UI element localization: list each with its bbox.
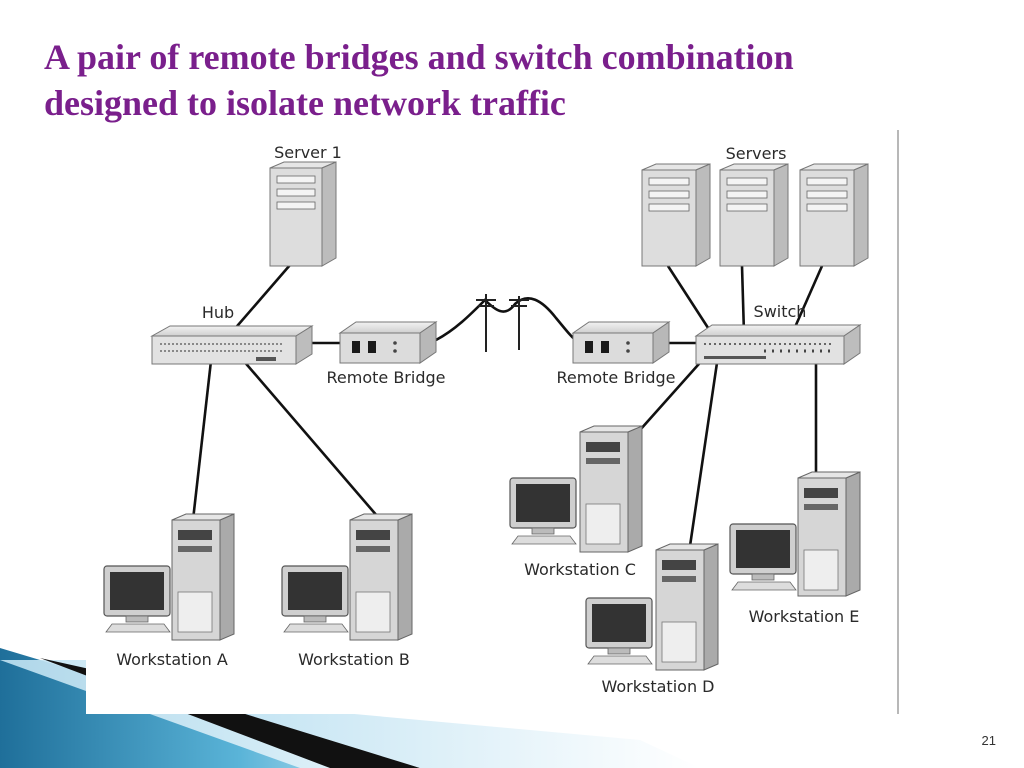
workstation-e-label: Workstation E xyxy=(749,607,860,626)
page-number: 21 xyxy=(981,733,996,748)
telephone-pole-icon xyxy=(476,294,529,352)
workstation-a-label: Workstation A xyxy=(116,650,228,669)
cable-hub-workstation-a xyxy=(191,351,214,521)
slide-title: A pair of remote bridges and switch comb… xyxy=(44,34,944,126)
cable-server-switch-3 xyxy=(790,265,824,335)
servers-label: Servers xyxy=(726,144,787,163)
server-icon xyxy=(641,163,711,267)
remote-bridge-icon xyxy=(571,321,671,364)
slide-title-line-1: A pair of remote bridges and switch comb… xyxy=(44,37,794,77)
server-icon xyxy=(799,163,869,267)
cable-remote-link xyxy=(435,297,579,344)
server-icon xyxy=(719,163,789,267)
workstation-b-label: Workstation B xyxy=(298,650,410,669)
workstation-icon xyxy=(729,471,861,597)
cable-server-switch-2 xyxy=(740,265,746,335)
workstation-icon xyxy=(103,513,235,641)
cable-hub-workstation-b xyxy=(235,351,379,518)
cable-server-switch-1 xyxy=(666,265,714,335)
cable-switch-workstation-d xyxy=(688,355,720,547)
workstation-d-label: Workstation D xyxy=(602,677,715,696)
cable-switch-workstation-c xyxy=(639,355,707,431)
workstation-icon xyxy=(509,425,643,553)
switch-icon xyxy=(694,324,862,365)
server-icon xyxy=(269,161,337,267)
remote-bridge-icon xyxy=(338,321,438,364)
slide-title-line-2: designed to isolate network traffic xyxy=(44,83,566,123)
connections xyxy=(191,264,824,547)
remote-bridge-left-label: Remote Bridge xyxy=(327,368,446,387)
workstation-c-label: Workstation C xyxy=(524,560,636,579)
workstation-icon xyxy=(585,543,719,671)
hub-label: Hub xyxy=(202,303,234,322)
hub-icon xyxy=(150,325,314,365)
switch-label: Switch xyxy=(754,302,807,321)
cable-server1-hub xyxy=(231,264,291,333)
server1-label: Server 1 xyxy=(274,143,342,162)
remote-bridge-right-label: Remote Bridge xyxy=(557,368,676,387)
workstation-icon xyxy=(281,513,413,641)
